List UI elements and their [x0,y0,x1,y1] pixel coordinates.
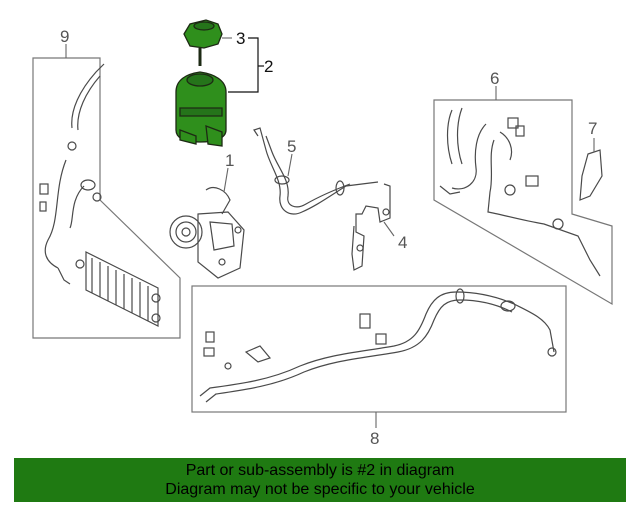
callout-5: 5 [287,137,296,156]
panel-8: 8 [191,285,567,448]
info-banner: Part or sub-assembly is #2 in diagram Di… [14,458,626,502]
banner-line-2: Diagram may not be specific to your vehi… [165,481,475,498]
oil-cooler [85,251,161,327]
callout-6: 6 [490,69,499,88]
return-hose [253,127,379,215]
callout-9: 9 [60,27,69,46]
callout-4: 4 [398,233,407,252]
power-steering-pump [169,187,245,279]
callout-3: 3 [236,29,245,48]
parts-diagram: 9 [32,19,613,448]
bracket [351,183,391,271]
heat-shield [579,149,603,201]
panel-9: 9 [32,27,181,339]
callout-7: 7 [588,119,597,138]
callout-1: 1 [225,151,234,170]
callout-8: 8 [370,429,379,448]
callout-2: 2 [264,57,273,76]
banner-line-1: Part or sub-assembly is #2 in diagram [185,462,455,479]
panel-6: 6 [433,69,613,306]
power-steering-reservoir [175,71,227,147]
reservoir-cap [183,19,223,66]
